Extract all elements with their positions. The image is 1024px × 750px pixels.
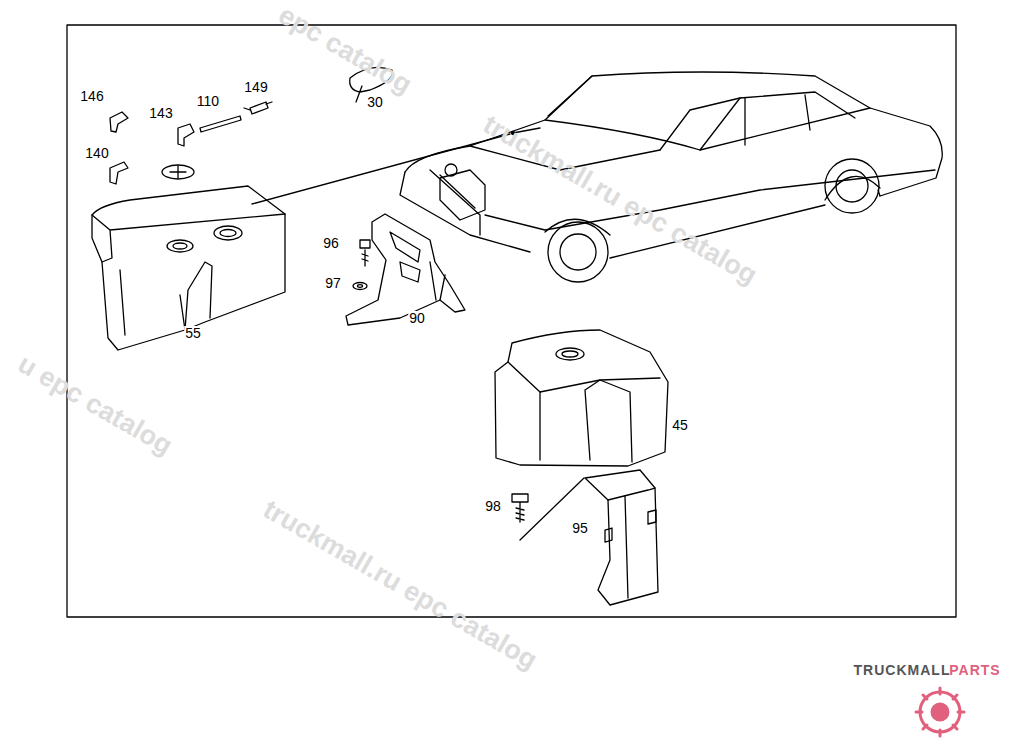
- callout-number: 98: [484, 499, 502, 513]
- watermark: truckmall.ru epc catalog: [479, 111, 761, 290]
- callout-number: 149: [243, 80, 268, 94]
- callout-number: 110: [196, 94, 220, 108]
- bracket: [346, 214, 465, 325]
- callout-number: 45: [671, 418, 689, 432]
- bracket: [512, 470, 658, 605]
- callout-number: 97: [324, 276, 342, 290]
- callout-number: 55: [184, 326, 202, 340]
- callout-number: 90: [408, 311, 426, 325]
- callout-number: 146: [79, 89, 104, 103]
- callout-number: 30: [366, 95, 384, 109]
- hose-fittings: [110, 67, 393, 184]
- watermark: truckmall.ru epc catalog: [259, 496, 541, 675]
- leader-line: [252, 134, 510, 204]
- callout-number: 95: [571, 521, 589, 535]
- callout-number: 140: [84, 146, 109, 160]
- watermark: u epc catalog: [14, 350, 177, 460]
- frame: [67, 25, 956, 617]
- watermark: epc catalog: [274, 1, 416, 99]
- logo-gear: [916, 688, 964, 736]
- callout-number: 96: [322, 236, 340, 250]
- washer-tank: [495, 330, 668, 466]
- callout-number: 143: [148, 106, 173, 120]
- logo-text: PARTS: [949, 663, 1000, 677]
- logo-text: TRUCKMALL: [854, 663, 951, 677]
- washer-tank: [92, 165, 285, 350]
- car: [400, 72, 942, 282]
